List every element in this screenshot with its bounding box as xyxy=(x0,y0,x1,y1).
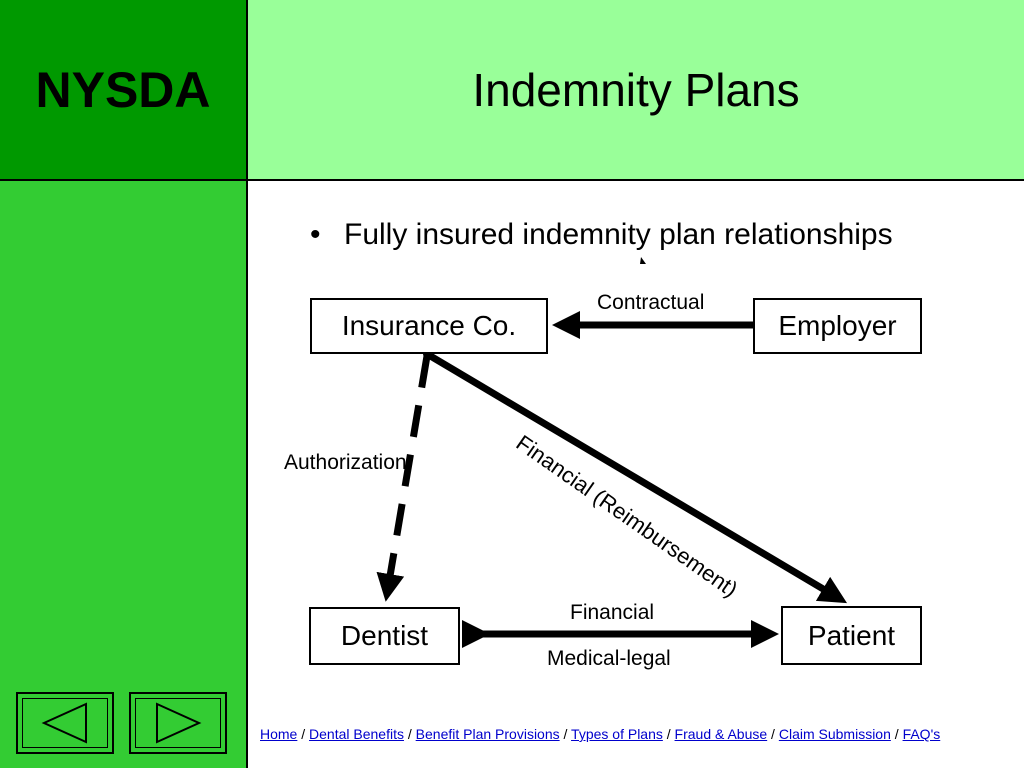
logo-box: NYSDA xyxy=(0,0,248,181)
footer-link-claim-submission[interactable]: Claim Submission xyxy=(778,726,891,742)
reimbursement-label: Financial (Reimbursement) xyxy=(511,430,743,602)
next-slide-button[interactable] xyxy=(129,692,227,754)
insurance-co-label: Insurance Co. xyxy=(341,310,517,341)
logo: NYSDA xyxy=(35,61,211,118)
page-title: Indemnity Plans xyxy=(472,63,800,116)
reimbursement-arrow xyxy=(425,350,848,604)
footer-separator: / xyxy=(890,726,903,742)
footer-separator: / xyxy=(297,726,310,742)
title-bar: Indemnity Plans xyxy=(248,0,1024,181)
footer-nav: Home / Dental Benefits / Benefit Plan Pr… xyxy=(260,726,940,742)
dentist-label: Dentist xyxy=(340,620,429,651)
footer-link-fraud-abuse[interactable]: Fraud & Abuse xyxy=(674,726,768,742)
footer-link-types-of-plans[interactable]: Types of Plans xyxy=(571,726,663,742)
triangle-left-icon xyxy=(41,702,87,744)
footer-link-dental-benefits[interactable]: Dental Benefits xyxy=(309,726,404,742)
previous-slide-button[interactable] xyxy=(16,692,114,754)
sidebar xyxy=(0,181,248,768)
footer-link-home[interactable]: Home xyxy=(260,726,298,742)
medical-legal-label: Medical-legal xyxy=(547,647,671,670)
insurance-co-box: Insurance Co. xyxy=(310,298,548,354)
footer-separator: / xyxy=(403,726,416,742)
bullet-point: • Fully insured indemnity plan relationsh… xyxy=(310,218,893,252)
stray-mark xyxy=(640,257,646,264)
footer-link-benefit-plan-provisions[interactable]: Benefit Plan Provisions xyxy=(415,726,560,742)
patient-label: Patient xyxy=(807,619,896,651)
dentist-box: Dentist xyxy=(309,607,460,665)
triangle-right-icon xyxy=(156,702,202,744)
bullet-text: Fully insured indemnity plan relationshi… xyxy=(344,218,893,251)
patient-box: Patient xyxy=(781,606,922,665)
footer-separator: / xyxy=(662,726,675,742)
footer-separator: / xyxy=(559,726,572,742)
financial-label: Financial xyxy=(570,601,655,624)
footer-link-faqs[interactable]: FAQ's xyxy=(902,726,941,742)
contractual-label: Contractual xyxy=(597,291,705,314)
footer-separator: / xyxy=(767,726,779,742)
previous-button-frame xyxy=(22,698,108,748)
employer-box: Employer xyxy=(753,298,922,354)
authorization-label: Authorization xyxy=(284,451,407,474)
employer-label: Employer xyxy=(778,310,897,341)
next-button-frame xyxy=(135,698,221,748)
bullet-marker: • xyxy=(310,218,321,251)
